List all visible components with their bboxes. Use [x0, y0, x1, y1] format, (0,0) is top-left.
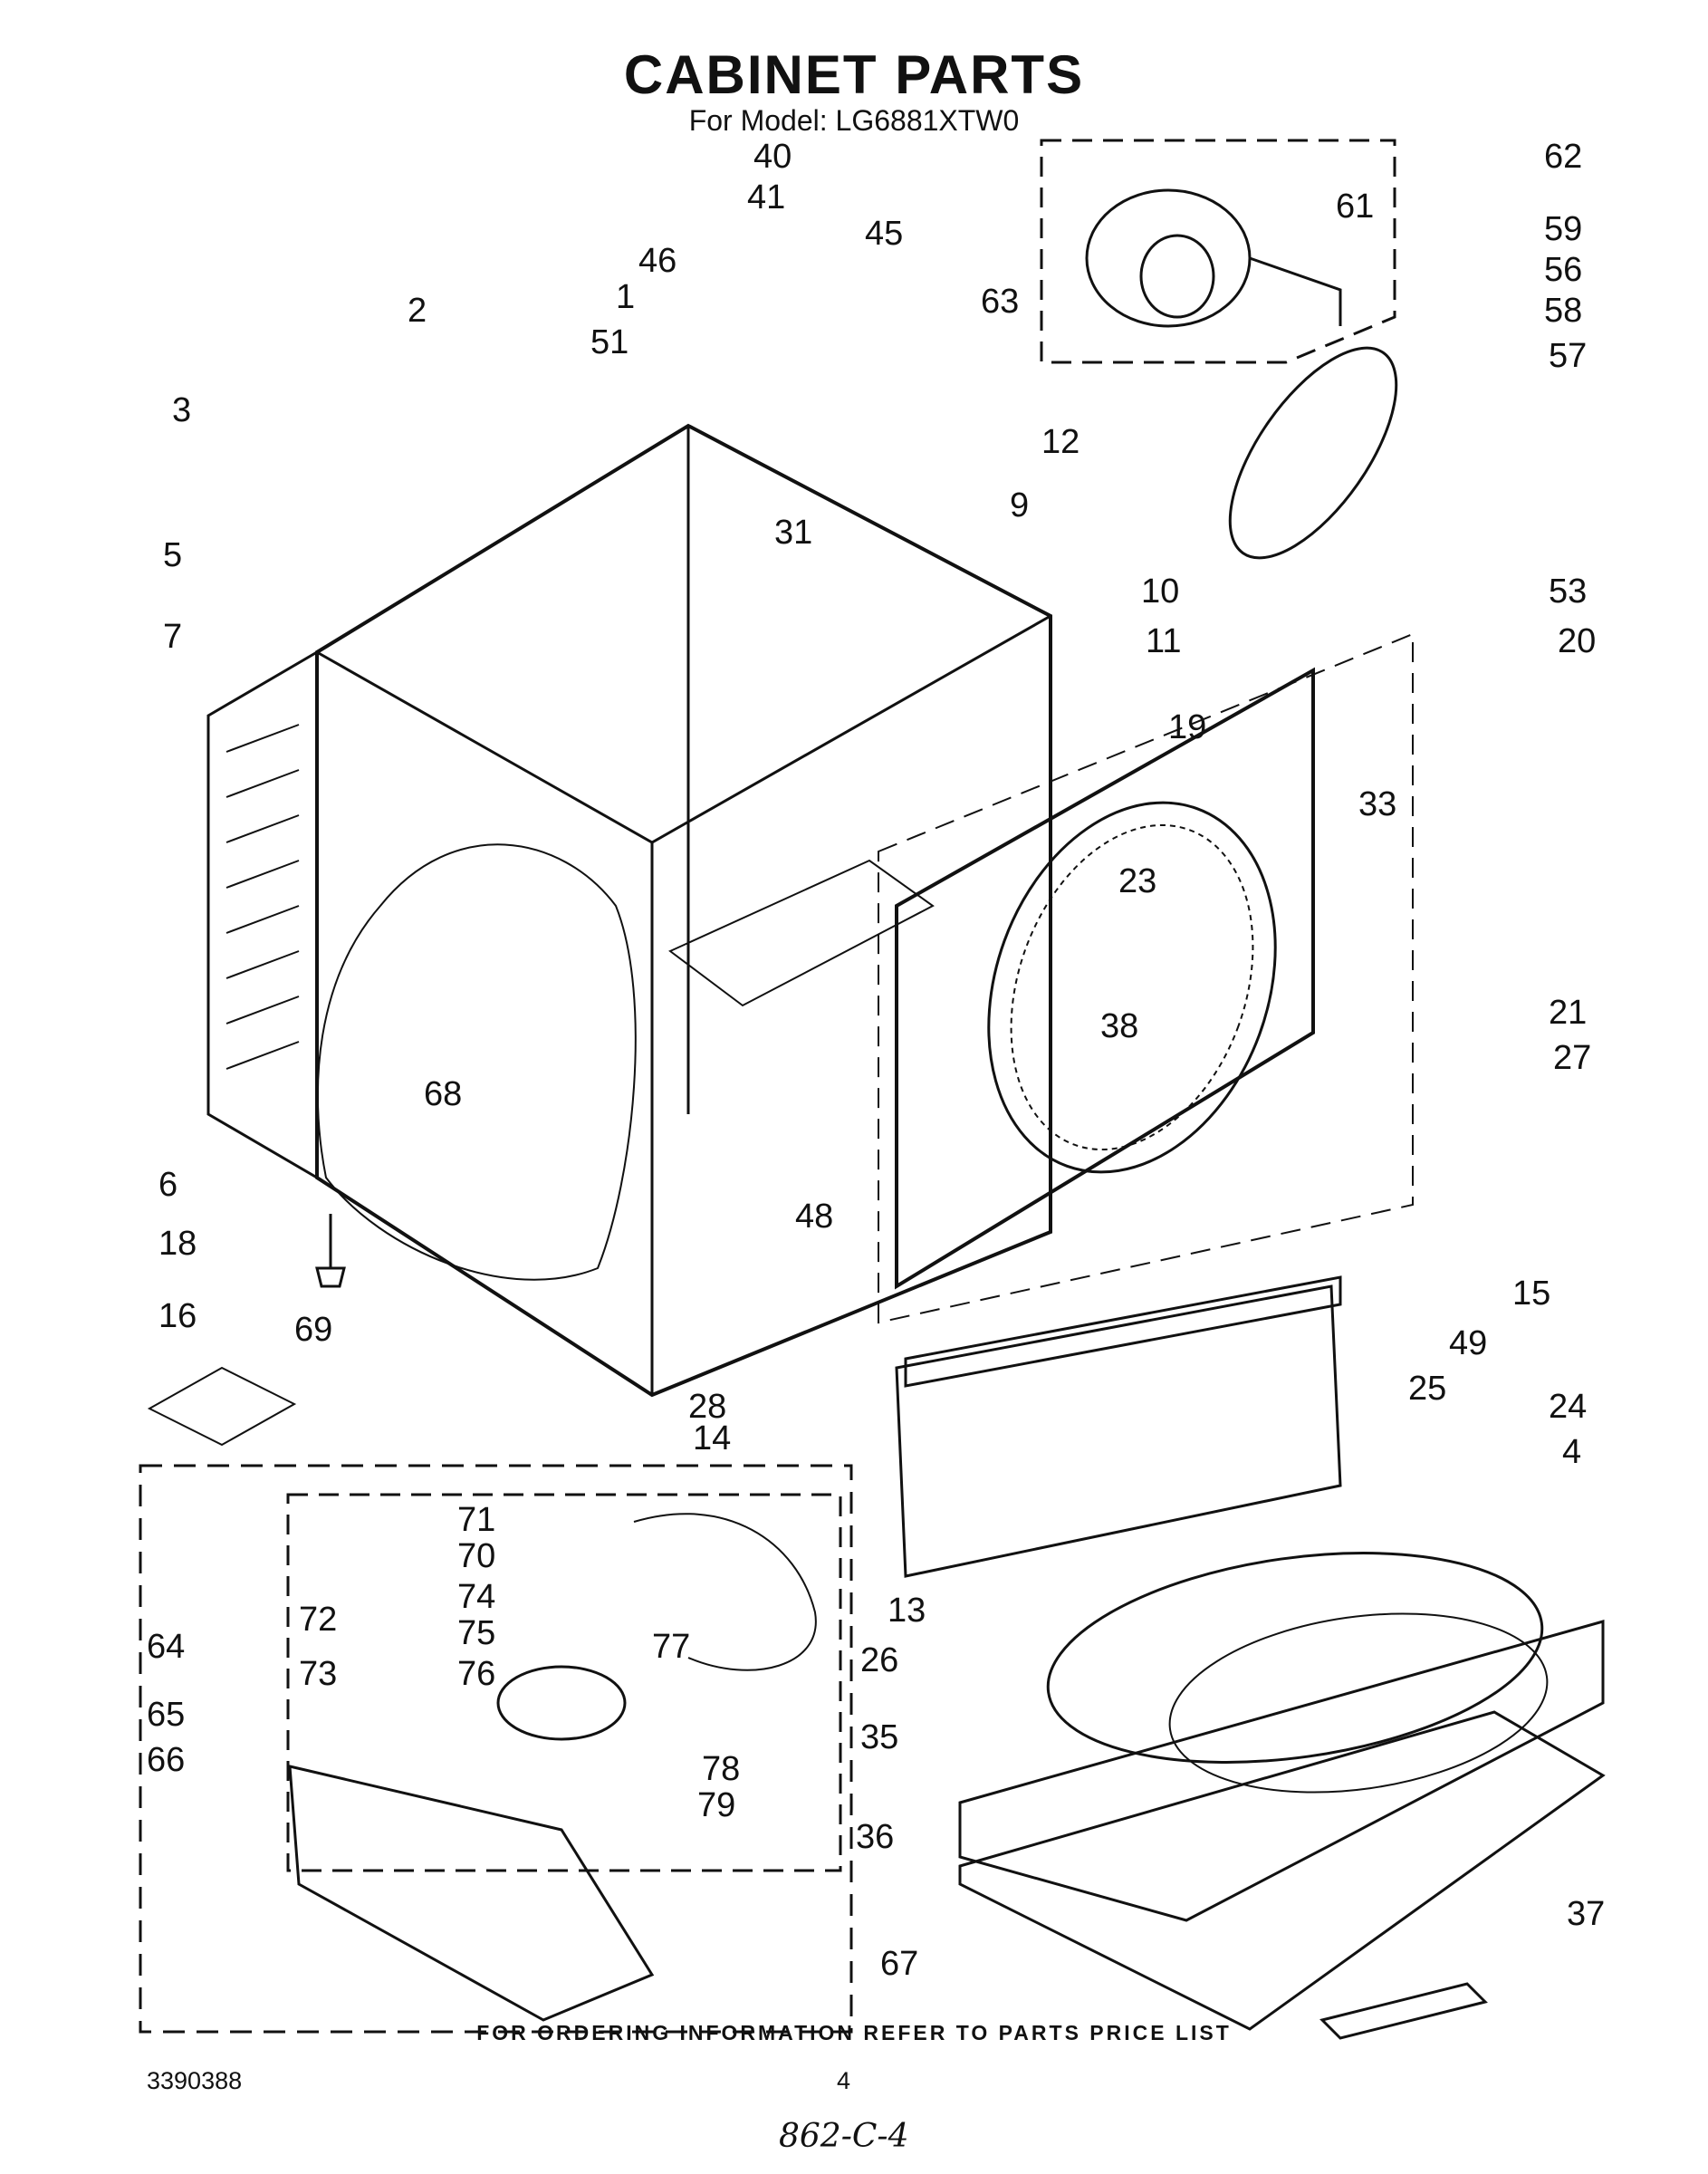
cabinet-body	[315, 423, 1052, 1398]
callout-64: 64	[147, 1628, 185, 1666]
callout-18: 18	[158, 1225, 197, 1263]
gas-valve-inner-box	[286, 1493, 842, 1872]
callout-56: 56	[1544, 251, 1582, 289]
instruction-packet	[147, 1366, 297, 1447]
callout-28: 28	[688, 1388, 726, 1426]
door-outer	[958, 1620, 1605, 1922]
callout-75: 75	[457, 1614, 495, 1652]
document-number: 3390388	[147, 2067, 243, 2094]
callout-74: 74	[457, 1578, 495, 1616]
callout-6: 6	[158, 1166, 178, 1204]
callout-31: 31	[774, 514, 812, 552]
burner-assembly	[288, 1765, 655, 2022]
door-inner	[958, 1710, 1606, 2031]
callout-27: 27	[1553, 1039, 1591, 1077]
model-subtitle: For Model: LG6881XTW0	[688, 104, 1020, 137]
callout-5: 5	[163, 536, 182, 574]
callout-24: 24	[1549, 1388, 1587, 1426]
callout-19: 19	[1168, 708, 1206, 746]
page-number: 4	[837, 2067, 851, 2094]
callout-36: 36	[856, 1818, 894, 1856]
callout-61: 61	[1336, 188, 1374, 226]
door-handle	[1319, 1982, 1488, 2040]
callout-7: 7	[163, 618, 182, 656]
gas-valve-kit-box	[139, 1464, 853, 2034]
handwritten-note: 862-C-4	[779, 2118, 909, 2155]
callout-13: 13	[888, 1592, 926, 1630]
callout-41: 41	[747, 178, 785, 216]
callout-70: 70	[457, 1537, 495, 1575]
wire-harness	[633, 1513, 817, 1671]
callout-66: 66	[147, 1741, 185, 1779]
callout-58: 58	[1544, 292, 1582, 330]
callout-72: 72	[299, 1601, 337, 1639]
callout-73: 73	[299, 1655, 337, 1693]
callout-20: 20	[1558, 622, 1596, 660]
door-opening	[987, 801, 1277, 1174]
callout-25: 25	[1408, 1370, 1446, 1408]
callout-12: 12	[1041, 423, 1079, 461]
callout-26: 26	[860, 1641, 898, 1679]
callout-65: 65	[147, 1696, 185, 1734]
callout-4: 4	[1562, 1433, 1581, 1471]
callout-2: 2	[408, 292, 427, 330]
callout-68: 68	[424, 1075, 462, 1113]
motor-kit-box	[1040, 139, 1396, 364]
callout-10: 10	[1141, 572, 1179, 611]
callout-48: 48	[795, 1198, 833, 1236]
callout-77: 77	[652, 1628, 690, 1666]
callout-69: 69	[294, 1311, 332, 1349]
leveling-leg	[315, 1214, 346, 1288]
side-panel	[206, 649, 319, 1180]
callout-layer: 1234567910111213141516181920212324252627…	[147, 138, 1605, 1983]
callout-51: 51	[590, 323, 629, 361]
ordering-note: FOR ORDERING INFORMATION REFER TO PARTS …	[476, 2021, 1232, 2044]
callout-16: 16	[158, 1297, 197, 1335]
callout-15: 15	[1512, 1275, 1550, 1313]
drum-belt	[1228, 346, 1398, 560]
callout-49: 49	[1449, 1324, 1487, 1362]
callout-21: 21	[1549, 994, 1587, 1032]
callout-23: 23	[1118, 862, 1156, 900]
door-seal	[1046, 1552, 1544, 1764]
callout-11: 11	[1146, 622, 1181, 660]
callout-57: 57	[1549, 337, 1587, 375]
callout-1: 1	[616, 278, 635, 316]
callout-79: 79	[697, 1786, 735, 1824]
callout-67: 67	[880, 1945, 918, 1983]
callout-45: 45	[865, 215, 903, 253]
callout-3: 3	[172, 391, 191, 429]
callout-9: 9	[1010, 486, 1029, 524]
callout-78: 78	[702, 1750, 740, 1788]
page-title: CABINET PARTS	[623, 44, 1085, 105]
toe-panel	[904, 1275, 1342, 1388]
callout-46: 46	[638, 242, 676, 280]
callout-71: 71	[457, 1501, 495, 1539]
callout-35: 35	[860, 1718, 898, 1756]
callout-37: 37	[1567, 1895, 1605, 1933]
callout-38: 38	[1100, 1007, 1138, 1045]
callout-76: 76	[457, 1655, 495, 1693]
callout-63: 63	[981, 283, 1019, 321]
callout-59: 59	[1544, 210, 1582, 248]
callout-14: 14	[693, 1419, 731, 1457]
lower-front-panel	[895, 1284, 1342, 1578]
front-panel	[895, 667, 1315, 1290]
gas-valve-body	[496, 1665, 627, 1741]
callout-53: 53	[1549, 572, 1587, 611]
callout-33: 33	[1358, 785, 1396, 823]
drive-motor	[1085, 188, 1252, 328]
callout-40: 40	[753, 138, 792, 176]
callout-62: 62	[1544, 138, 1582, 176]
